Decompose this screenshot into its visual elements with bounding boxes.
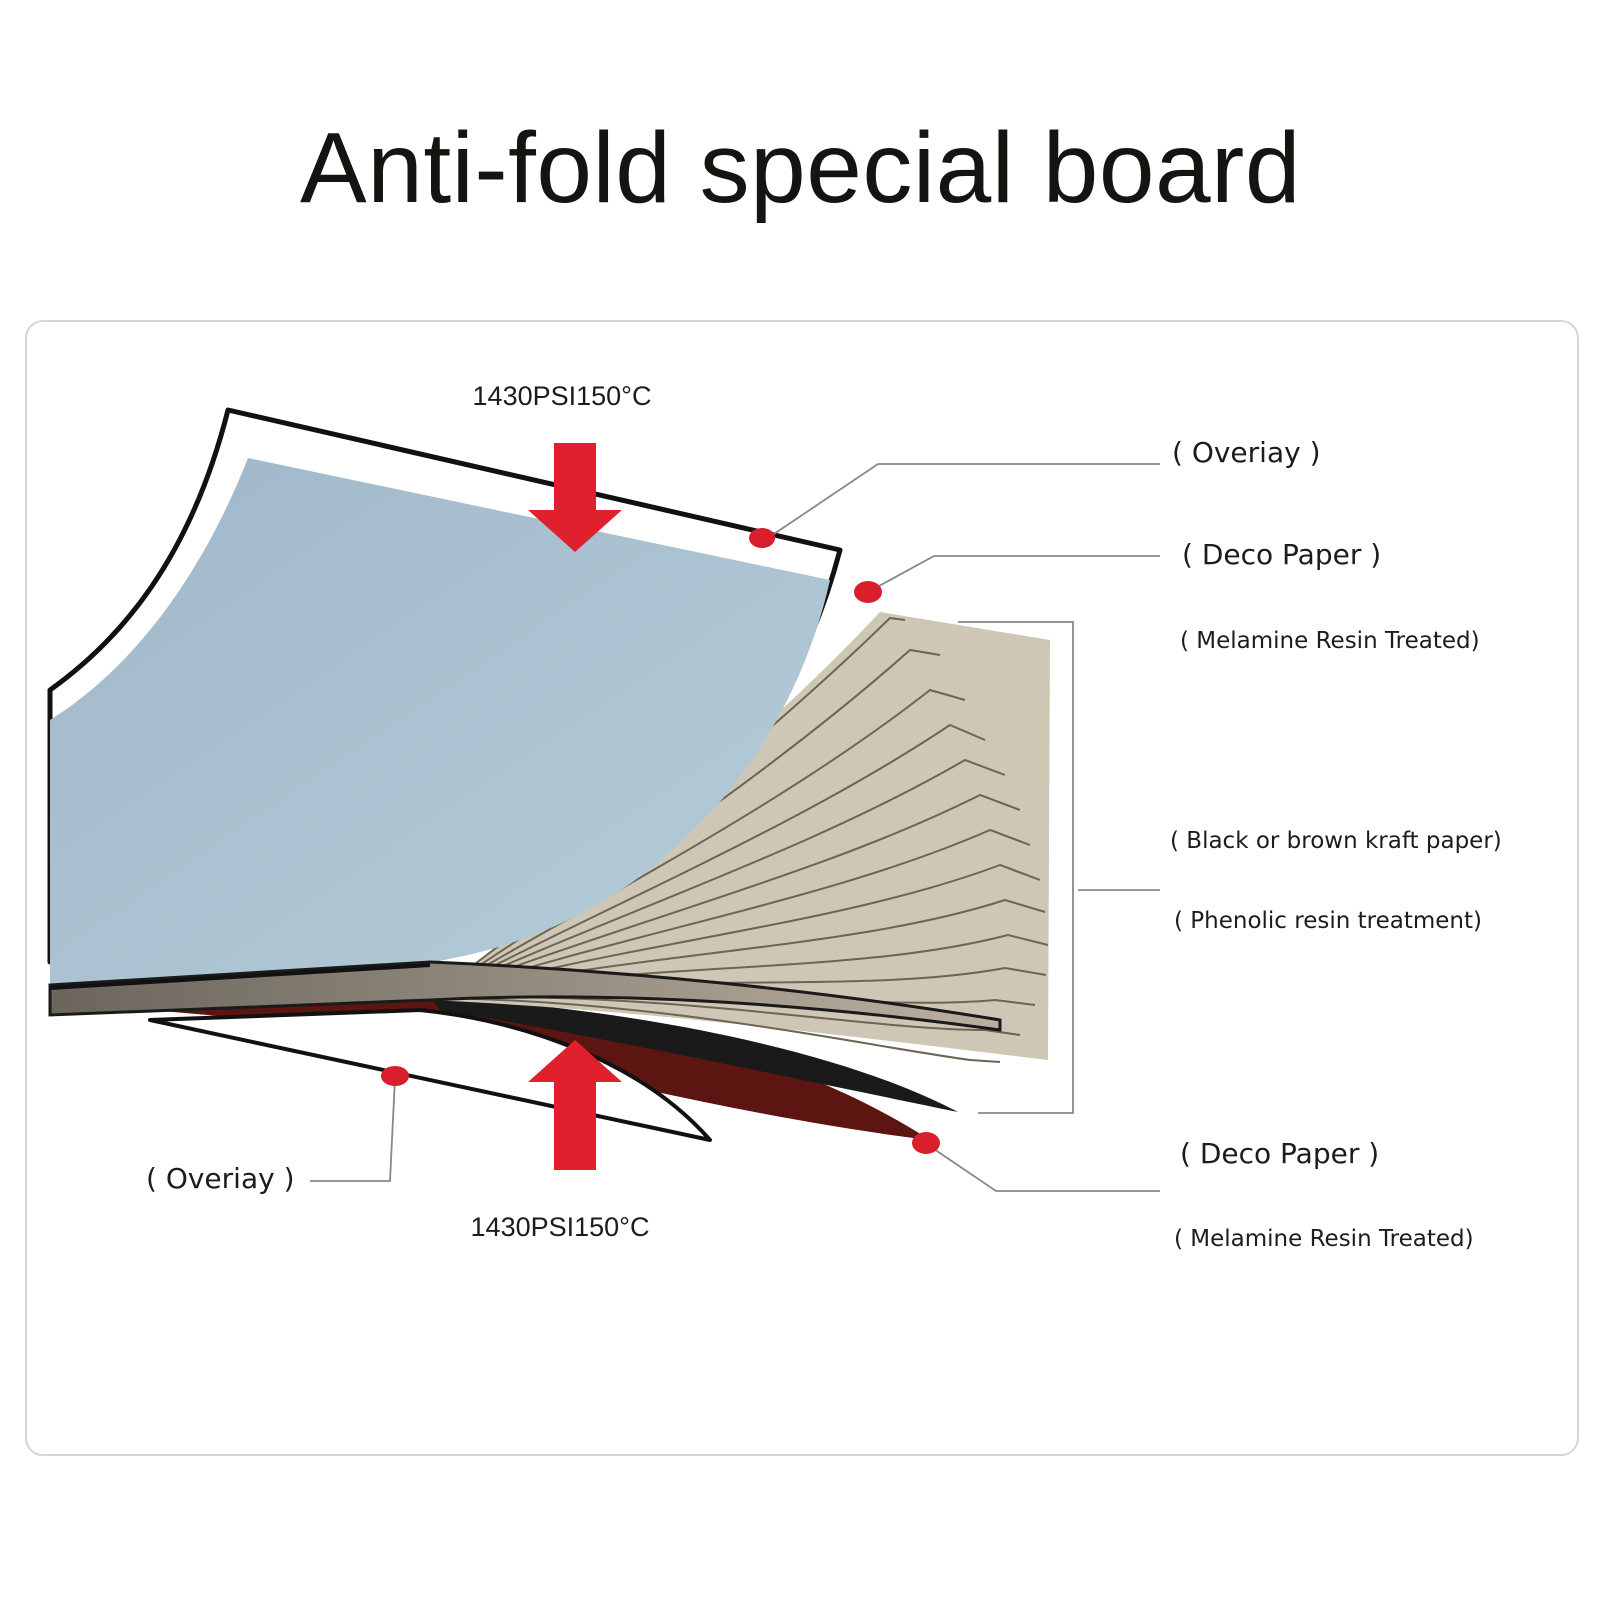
top-deco-paper-sheet — [50, 458, 830, 985]
bracket-kraft — [958, 621, 1074, 1114]
bottom-black-sheet — [430, 996, 958, 1112]
leader-line-deco-top — [867, 555, 1160, 593]
callout-dots — [381, 528, 940, 1154]
label-deco-top-sub: ( Melamine Resin Treated) — [1180, 628, 1480, 654]
board-top-edge — [49, 963, 431, 990]
label-deco-bottom-sub: ( Melamine Resin Treated) — [1174, 1226, 1474, 1252]
label-deco-bottom: ( Deco Paper ) — [1180, 1137, 1379, 1170]
leader-line-deco-bottom — [927, 1144, 1160, 1192]
label-deco-top: ( Deco Paper ) — [1182, 538, 1381, 571]
dot-deco-top — [854, 581, 882, 603]
down-arrow-icon — [528, 443, 622, 552]
pressure-label-bottom: 1430PSI150°C — [471, 1212, 650, 1242]
dot-overlay-top — [749, 528, 775, 548]
up-arrow-icon — [528, 1040, 622, 1170]
label-kraft-sub: ( Phenolic resin treatment) — [1174, 908, 1482, 934]
leader-line-overlay-bottom — [310, 1077, 396, 1182]
label-overlay-bottom: ( Overiay ) — [146, 1162, 295, 1195]
pressure-label-top: 1430PSI150°C — [473, 381, 652, 411]
page-title: Anti-fold special board — [300, 112, 1301, 224]
dot-overlay-bottom — [381, 1066, 409, 1086]
board-edge — [48, 960, 1002, 1032]
leader-line-overlay-top — [767, 463, 1160, 539]
dot-deco-bottom — [912, 1132, 940, 1154]
label-kraft: ( Black or brown kraft paper) — [1170, 828, 1502, 854]
leader-lines — [310, 463, 1160, 1192]
bottom-deco-paper-sheet — [150, 1000, 930, 1140]
label-overlay-top: ( Overiay ) — [1172, 436, 1321, 469]
